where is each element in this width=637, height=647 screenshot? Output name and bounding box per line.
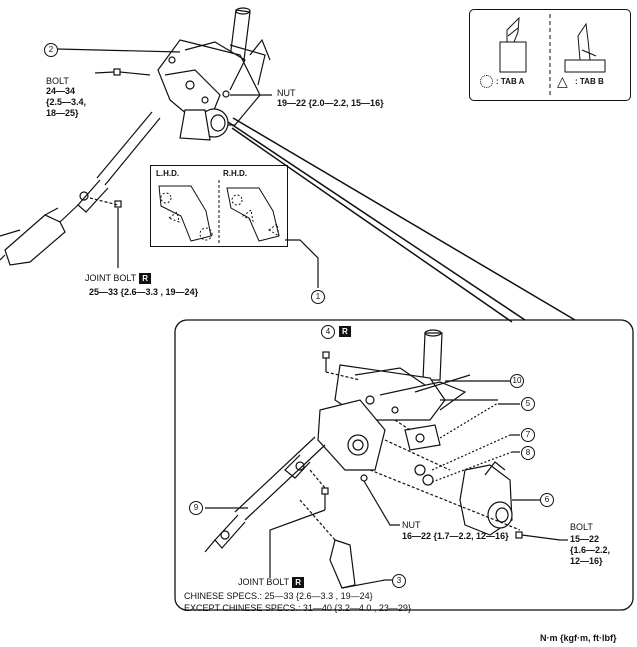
detail-nut-name: NUT <box>402 520 421 530</box>
tab-legend-art <box>499 14 606 96</box>
detail-bolt-spec-1: 15—22 <box>570 534 600 544</box>
tab-legend: : TAB A △ : TAB B <box>469 9 631 101</box>
callout-1: 1 <box>311 290 325 304</box>
top-bolt-spec-2: {2.5—3.4, <box>46 97 87 107</box>
callout-2: 2 <box>44 43 58 57</box>
detail-joint-bolt-name-text: JOINT BOLT <box>238 577 290 587</box>
detail-bolt-spec-3: 12—16} <box>570 556 603 566</box>
torque-units: N·m {kgf·m, ft·lbf} <box>540 633 617 643</box>
rhd-label: R.H.D. <box>223 169 247 178</box>
tab-b-symbol-icon: △ <box>557 73 568 89</box>
callout-4-r-badge: R <box>339 326 351 337</box>
lhd-rhd-inset: L.H.D. R.H.D. <box>150 165 288 247</box>
callout-8: 8 <box>521 446 535 460</box>
callout-10: 10 <box>510 374 524 388</box>
reuse-r-badge: R <box>139 273 151 284</box>
callout-4: 4 <box>321 325 335 339</box>
top-joint-bolt-name-text: JOINT BOLT <box>85 273 137 283</box>
reuse-r-badge-detail: R <box>292 577 304 588</box>
callout-3: 3 <box>392 574 406 588</box>
lhd-label: L.H.D. <box>156 169 180 178</box>
top-joint-bolt-spec: 25—33 {2.6—3.3 , 19—24} <box>89 287 199 297</box>
lhd-rhd-inset-art <box>158 180 280 244</box>
detail-bolt-name: BOLT <box>570 522 593 532</box>
top-nut-spec: 19—22 {2.0—2.2, 15—16} <box>277 98 384 108</box>
chinese-specs: CHINESE SPECS.: 25—33 {2.6—3.3 , 19—24} <box>184 591 373 601</box>
top-nut-name: NUT <box>277 88 296 98</box>
callout-6: 6 <box>540 493 554 507</box>
top-bolt-name: BOLT <box>46 76 69 86</box>
tab-a-symbol-icon <box>480 75 493 88</box>
detail-bolt-spec-2: {1.6—2.2, <box>570 545 611 555</box>
callout-7: 7 <box>521 428 535 442</box>
tab-a-label: : TAB A <box>496 77 525 86</box>
callout-9: 9 <box>189 501 203 515</box>
callout-5: 5 <box>521 397 535 411</box>
tab-b-label: : TAB B <box>575 77 604 86</box>
detail-nut-spec: 16—22 {1.7—2.2, 12—16} <box>402 531 509 541</box>
detail-steering-column <box>204 329 568 589</box>
top-bolt-spec-3: 18—25} <box>46 108 79 118</box>
except-chinese-specs: EXCEPT CHINESE SPECS.: 31—40 {3.2—4.0 , … <box>184 603 411 613</box>
top-bolt-spec-1: 24—34 <box>46 86 76 96</box>
